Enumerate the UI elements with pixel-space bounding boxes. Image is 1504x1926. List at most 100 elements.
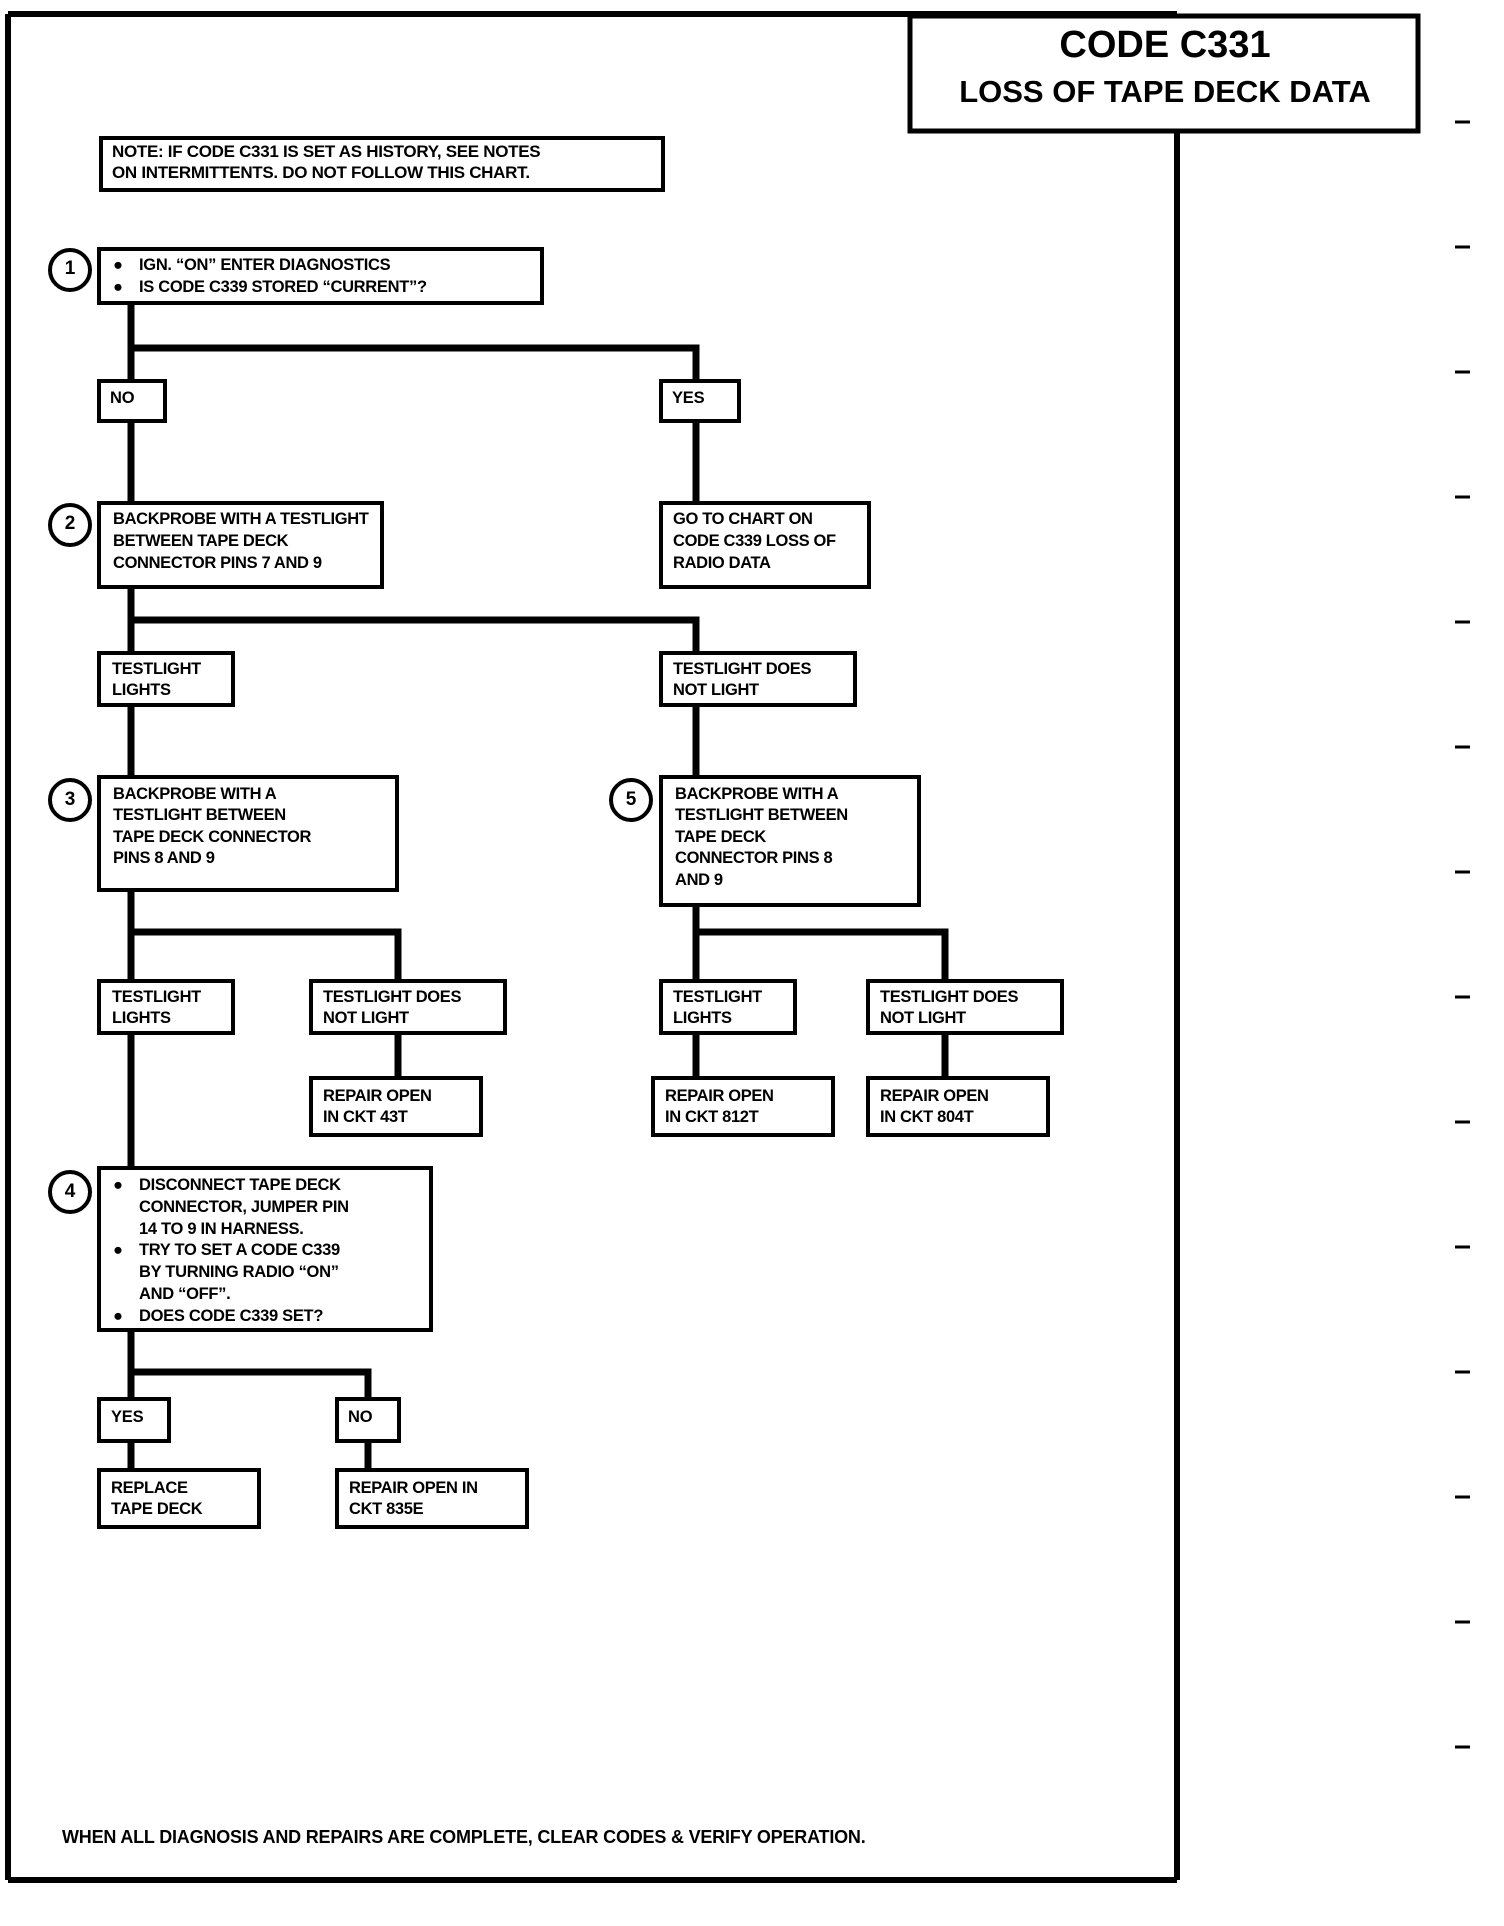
step-2-text: BACKPROBE WITH A TESTLIGHT BETWEEN TAPE … [113, 509, 383, 574]
box-outlines [48, 247, 1064, 1529]
step-4-line-2: CONNECTOR, JUMPER PIN [139, 1197, 349, 1216]
repair-812t-box [651, 1076, 835, 1137]
replace-td-line-1: REPLACE [111, 1479, 188, 1497]
repair-43t-line-2: IN CKT 43T [323, 1108, 408, 1127]
tl-not-3-line-1: TESTLIGHT DOES [323, 988, 462, 1006]
repair-804t-box [866, 1076, 1050, 1137]
step-3-line-3: TAPE DECK CONNECTOR [113, 827, 312, 846]
repair-43t-text: REPAIR OPEN IN CKT 43T [323, 1086, 493, 1129]
note-line-2: ON INTERMITTENTS. DO NOT FOLLOW THIS CHA… [112, 162, 530, 182]
step-4-text: ● DISCONNECT TAPE DECK CONNECTOR, JUMPER … [113, 1175, 425, 1327]
tl-lights-5-line-2: LIGHTS [673, 1009, 732, 1028]
repair-835e-line-1: REPAIR OPEN IN [349, 1479, 478, 1497]
step-1-number: 1 [64, 258, 76, 279]
step-4-line-3: 14 TO 9 IN HARNESS. [139, 1219, 304, 1238]
repair-804t-line-2: IN CKT 804T [880, 1108, 974, 1127]
replace-td-line-2: TAPE DECK [111, 1500, 203, 1519]
repair-835e-box [335, 1468, 529, 1529]
result-no-4: NO [348, 1408, 373, 1426]
step-4-line-5: BY TURNING RADIO “ON” [139, 1263, 339, 1282]
connector-lines [127, 303, 949, 1470]
repair-835e-line-2: CKT 835E [349, 1500, 424, 1519]
step-2-line-3: CONNECTOR PINS 7 AND 9 [113, 553, 322, 572]
title-block [907, 13, 1421, 134]
bullet-icon: ● [113, 1176, 123, 1194]
step-5-marker [609, 778, 653, 822]
tl-lights-2-box [97, 651, 235, 707]
step-5-box [659, 775, 921, 907]
replace-td-box [97, 1468, 261, 1529]
note-text: NOTE: IF CODE C331 IS SET AS HISTORY, SE… [112, 142, 660, 183]
step-1-line-1: IGN. “ON” ENTER DIAGNOSTICS [139, 256, 391, 274]
yes-4-box [97, 1397, 171, 1443]
no-4-box [335, 1397, 401, 1443]
yes-1-box [659, 379, 741, 423]
tl-lights-2-text: TESTLIGHT LIGHTS [112, 659, 242, 702]
page-subtitle: LOSS OF TAPE DECK DATA [959, 74, 1371, 109]
tl-lights-2-line-2: LIGHTS [112, 681, 171, 700]
result-yes-4: YES [111, 1408, 144, 1426]
step-2-box [97, 501, 384, 589]
tl-not-5-line-2: NOT LIGHT [880, 1009, 966, 1028]
step-5-line-2: TESTLIGHT BETWEEN [675, 806, 848, 825]
step-3-marker [48, 778, 92, 822]
goto-c339-text: GO TO CHART ON CODE C339 LOSS OF RADIO D… [673, 509, 873, 574]
repair-804t-line-1: REPAIR OPEN [880, 1087, 989, 1105]
goto-line-3: RADIO DATA [673, 553, 771, 572]
step-5-line-4: CONNECTOR PINS 8 [675, 849, 833, 868]
repair-43t-box [309, 1076, 483, 1137]
note-box [99, 136, 665, 192]
tl-lights-5-text: TESTLIGHT LIGHTS [673, 987, 803, 1030]
step-1-box [97, 247, 544, 305]
step-4-line-1: DISCONNECT TAPE DECK [139, 1176, 341, 1194]
tl-lights-3-line-1: TESTLIGHT [112, 988, 201, 1006]
note-line-1: NOTE: IF CODE C331 IS SET AS HISTORY, SE… [112, 142, 541, 161]
no-1-box [97, 379, 167, 423]
tl-lights-5-line-1: TESTLIGHT [673, 988, 762, 1006]
step-4-box [97, 1166, 433, 1332]
goto-line-1: GO TO CHART ON [673, 510, 813, 528]
bullet-icon: ● [113, 1306, 123, 1325]
tl-not-2-line-2: NOT LIGHT [673, 681, 759, 700]
step-4-number: 4 [64, 1181, 76, 1202]
margin-ticks [1455, 120, 1470, 1749]
step-5-line-1: BACKPROBE WITH A [675, 785, 839, 803]
goto-c339-box [659, 501, 871, 589]
step-2-marker [48, 503, 92, 547]
tl-not-5-text: TESTLIGHT DOES NOT LIGHT [880, 987, 1070, 1030]
tl-not-5-line-1: TESTLIGHT DOES [880, 988, 1019, 1006]
tl-not-2-box [659, 651, 857, 707]
step-2-number: 2 [64, 513, 76, 534]
tl-lights-3-line-2: LIGHTS [112, 1009, 171, 1028]
footer-text: WHEN ALL DIAGNOSIS AND REPAIRS ARE COMPL… [62, 1827, 866, 1847]
step-4-line-7: DOES CODE C339 SET? [139, 1306, 324, 1325]
step-1-marker [48, 248, 92, 292]
step-4-line-4: TRY TO SET A CODE C339 [139, 1241, 340, 1260]
step-3-line-1: BACKPROBE WITH A [113, 785, 277, 803]
repair-812t-line-1: REPAIR OPEN [665, 1087, 774, 1105]
step-4-marker [48, 1170, 92, 1214]
tl-lights-3-text: TESTLIGHT LIGHTS [112, 987, 242, 1030]
repair-804t-text: REPAIR OPEN IN CKT 804T [880, 1086, 1055, 1129]
bullet-icon: ● [113, 256, 123, 274]
step-5-line-5: AND 9 [675, 870, 723, 889]
repair-812t-line-2: IN CKT 812T [665, 1108, 759, 1127]
tl-lights-5-box [659, 979, 797, 1035]
step-2-line-2: BETWEEN TAPE DECK [113, 531, 289, 550]
step-5-text: BACKPROBE WITH A TESTLIGHT BETWEEN TAPE … [675, 784, 915, 891]
tl-not-2-line-1: TESTLIGHT DOES [673, 660, 812, 678]
goto-line-2: CODE C339 LOSS OF [673, 531, 836, 550]
step-5-number: 5 [625, 789, 637, 810]
step-1-text: ●IGN. “ON” ENTER DIAGNOSTICS ●IS CODE C3… [113, 254, 533, 299]
step-3-line-4: PINS 8 AND 9 [113, 849, 215, 868]
repair-43t-line-1: REPAIR OPEN [323, 1087, 432, 1105]
step-3-line-2: TESTLIGHT BETWEEN [113, 806, 286, 825]
bullet-icon: ● [113, 1241, 123, 1260]
page-title: CODE C331 [1059, 24, 1271, 66]
tl-not-3-text: TESTLIGHT DOES NOT LIGHT [323, 987, 513, 1030]
step-3-box [97, 775, 399, 892]
step-4-line-6: AND “OFF”. [139, 1284, 231, 1303]
step-3-text: BACKPROBE WITH A TESTLIGHT BETWEEN TAPE … [113, 784, 398, 870]
